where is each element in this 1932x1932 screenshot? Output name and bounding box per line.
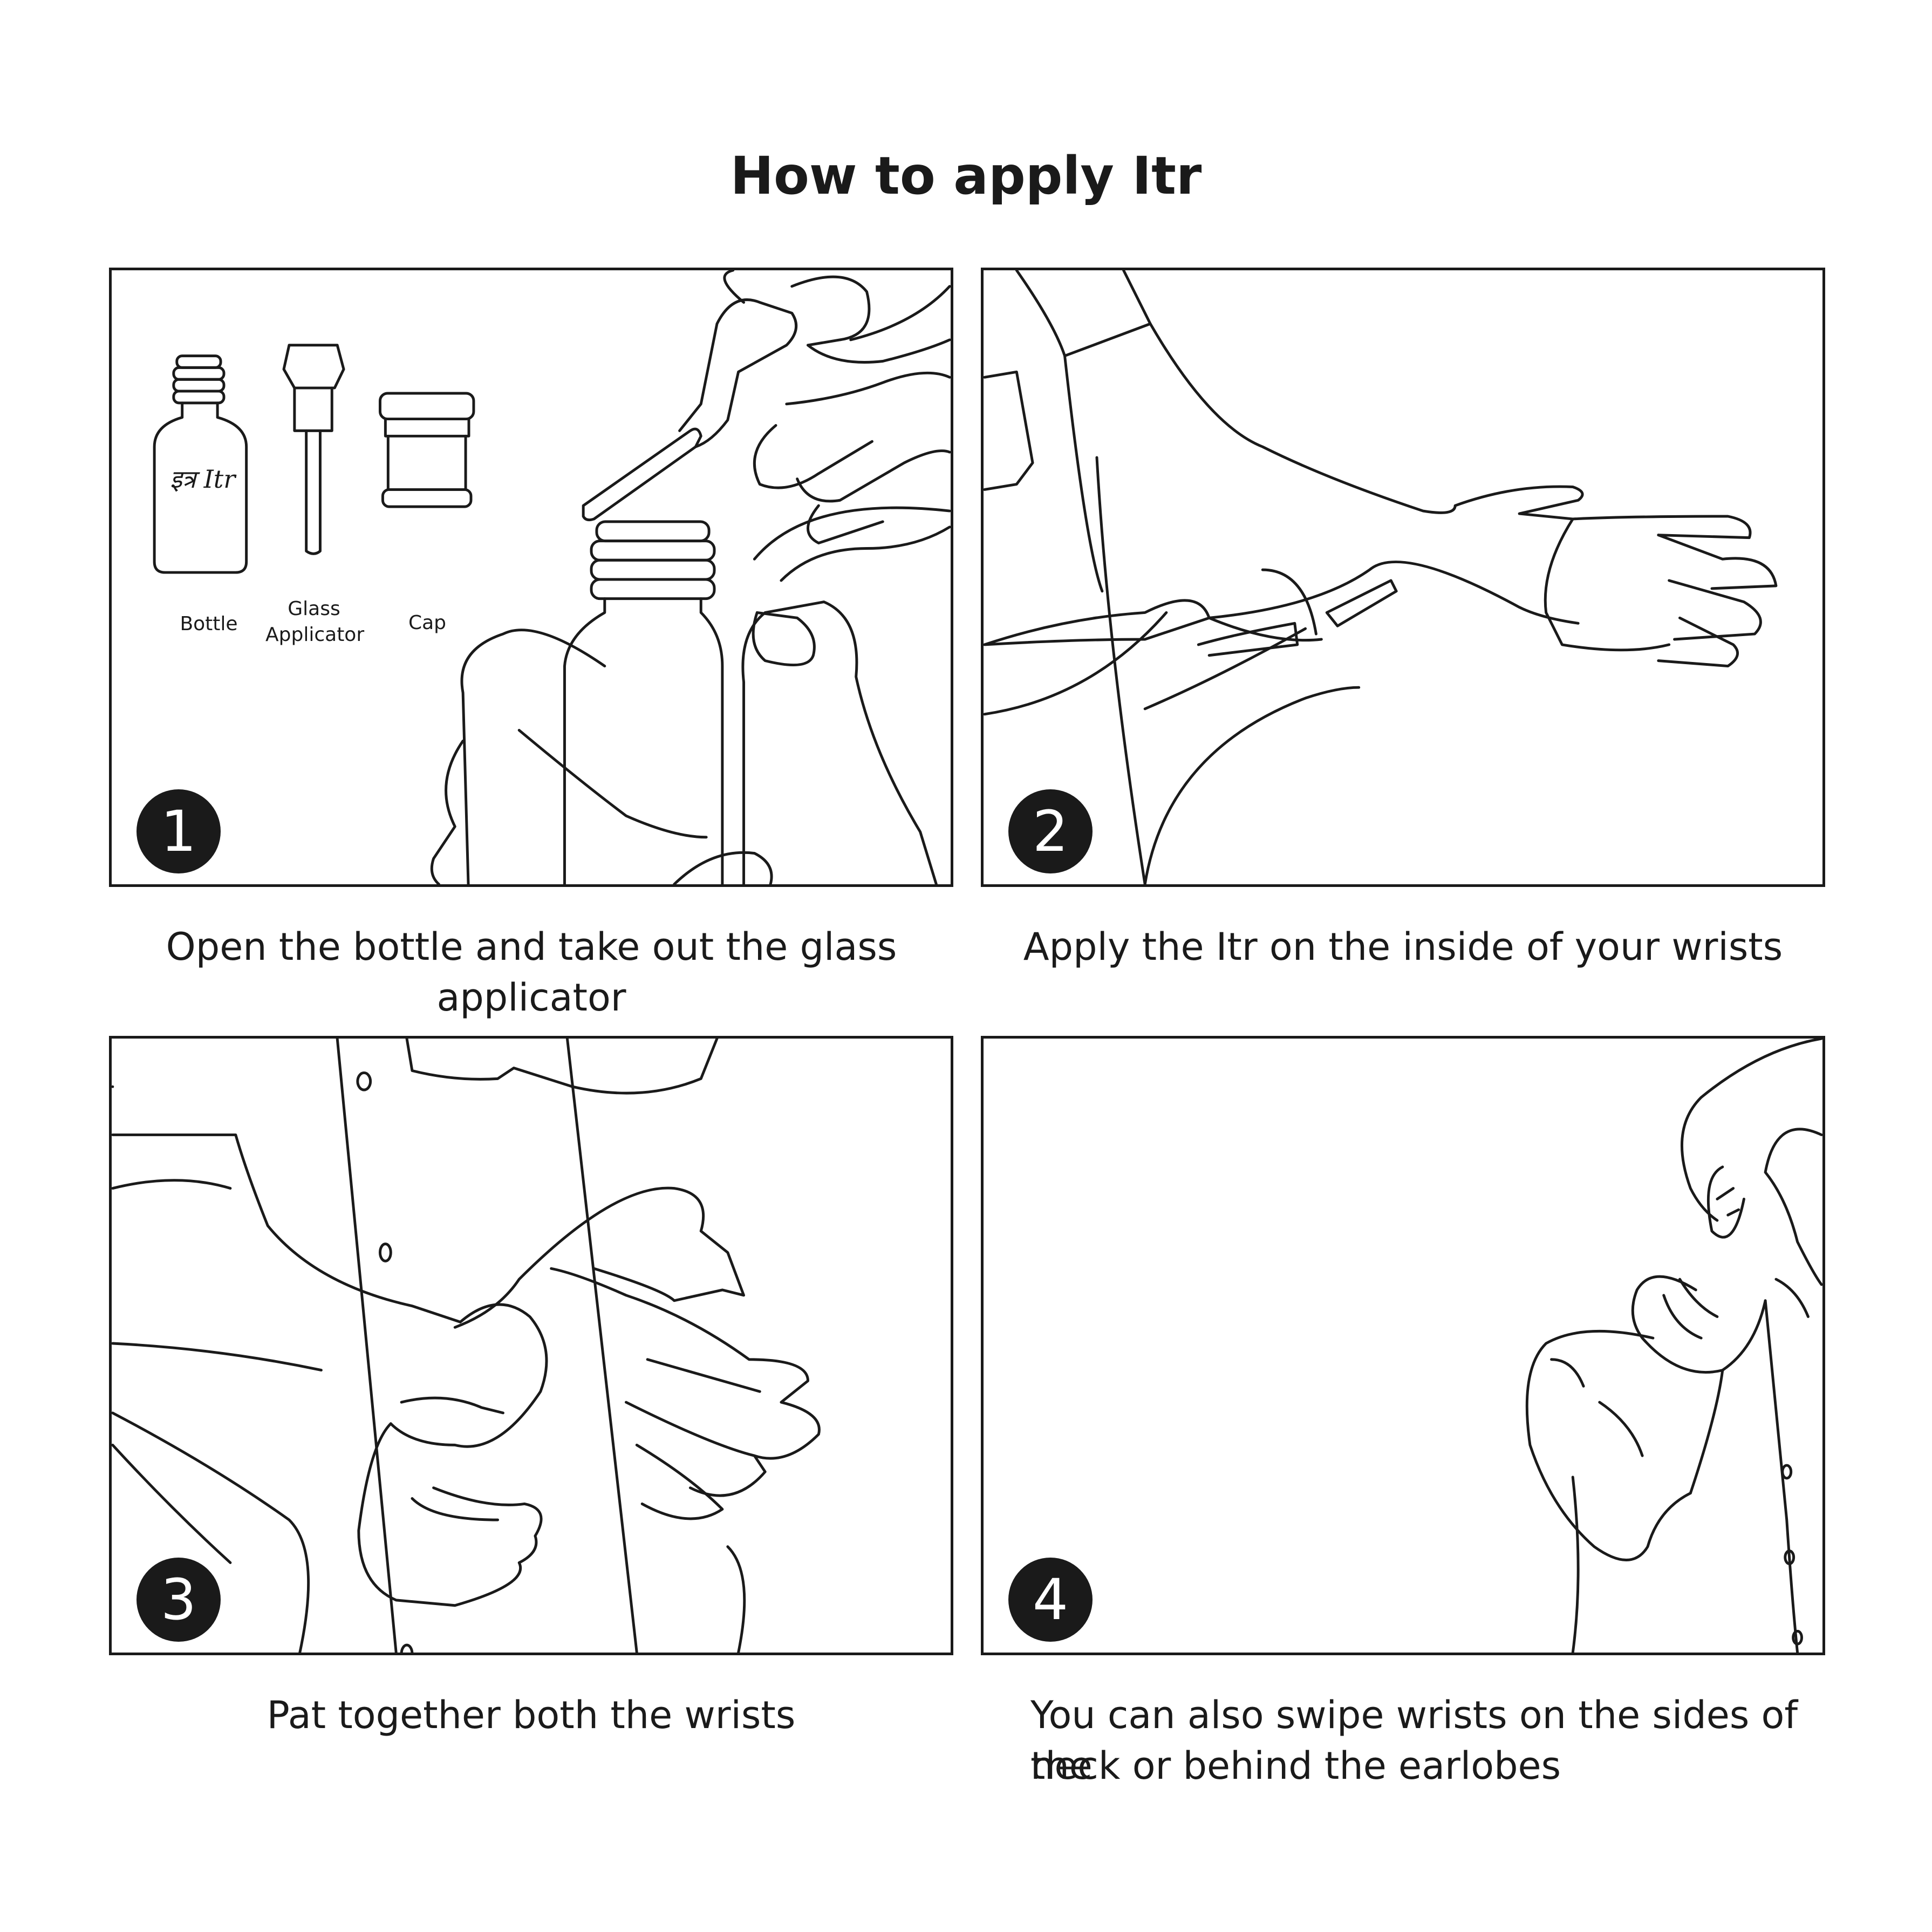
step-1-caption: Open the bottle and take out the glass a… <box>166 925 897 1020</box>
bottle-label: Bottle <box>180 613 238 635</box>
step-4-badge: 4 <box>1008 1558 1093 1642</box>
step-1-illustration <box>153 270 951 884</box>
hand-with-applicator-drawing <box>582 270 951 545</box>
step-2-badge: 2 <box>1008 789 1093 873</box>
step-1-panel: इत्र Itr Bottle Glass Applicator Cap 1 <box>109 268 953 887</box>
bottle-logo: इत्र Itr <box>170 465 236 494</box>
cap-drawing <box>378 392 475 508</box>
page-title: How to apply Itr <box>730 146 1202 206</box>
step-4-caption-line1: You can also swipe wrists on the sides o… <box>1030 1693 1798 1788</box>
hand-with-bottle-drawing <box>430 506 951 884</box>
bottle-drawing <box>153 354 248 574</box>
step-3-badge: 3 <box>136 1558 221 1642</box>
step-2-panel: 2 <box>981 268 1825 887</box>
cap-label: Cap <box>408 612 447 634</box>
step-3-illustration <box>112 1039 821 1653</box>
step-1-badge: 1 <box>136 789 221 873</box>
step-3-caption: Pat together both the wrists <box>267 1693 796 1737</box>
step-4-caption-line2: neck or behind the earlobes <box>1030 1744 1561 1788</box>
applicator-label-line2: Applicator <box>265 624 365 646</box>
step-3-panel: 3 <box>109 1036 953 1655</box>
step-2-caption: Apply the Itr on the inside of your wris… <box>1023 925 1783 969</box>
step-2-illustration <box>984 270 1778 884</box>
step-4-illustration <box>1525 1039 1822 1653</box>
applicator-label-line1: Glass <box>288 598 340 620</box>
applicator-drawing <box>282 344 345 555</box>
step-4-panel: 4 <box>981 1036 1825 1655</box>
